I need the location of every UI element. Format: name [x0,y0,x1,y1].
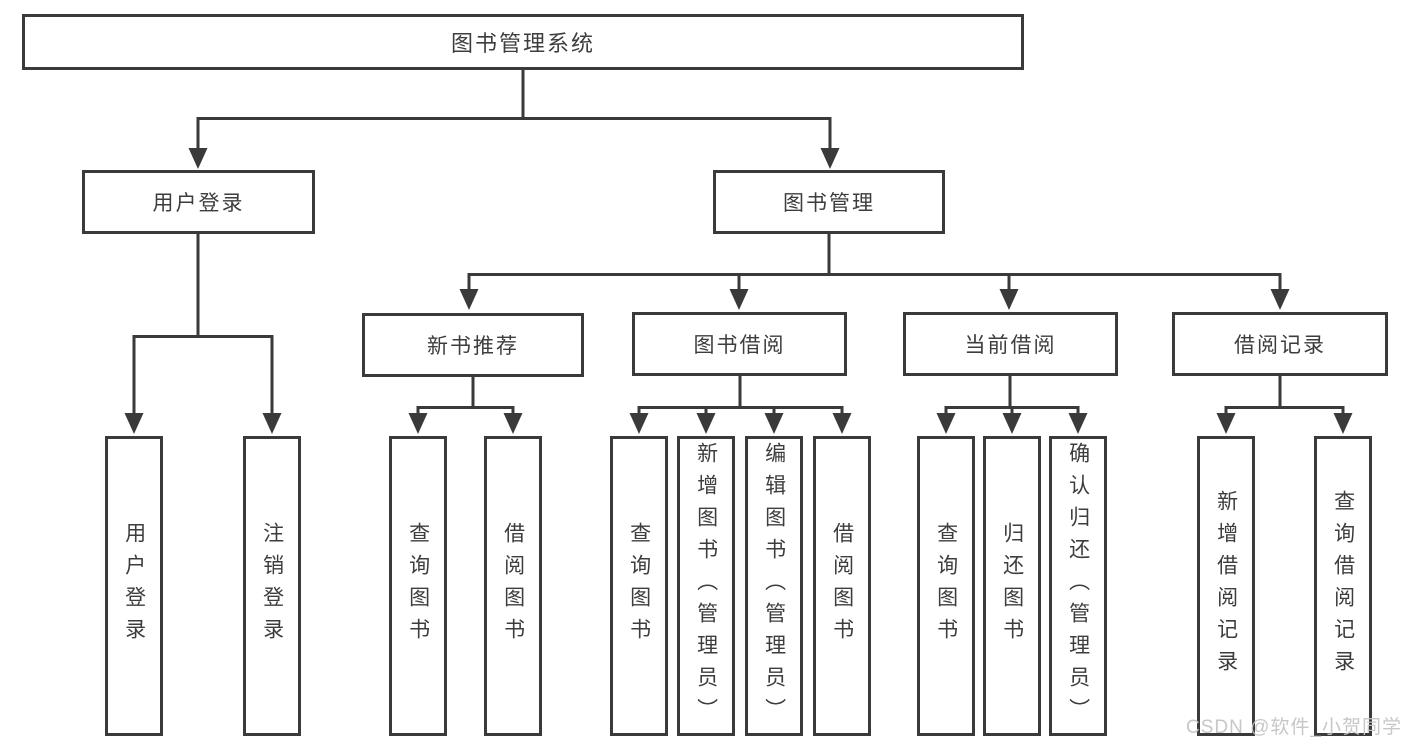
leaf-borrow-books: 借阅图书 [813,436,871,736]
leaf-label: 确认归还（管理员） [1066,442,1090,730]
leaf-label: 编辑图书（管理员） [762,442,786,730]
node-label: 图书借阅 [693,334,786,357]
node-label: 图书管理 [783,192,875,215]
arrowhead [459,289,479,310]
leaf-return-books: 归还图书 [983,436,1041,736]
node-label: 用户登录 [152,192,245,215]
leaf-label: 新增图书（管理员） [694,442,718,730]
node-borrow-records: 借阅记录 [1172,312,1388,376]
leaf-label: 新增借阅记录 [1214,490,1238,682]
arrowhead [696,413,716,434]
arrowhead [1068,413,1088,434]
leaf-logout: 注销登录 [243,436,301,736]
arrowhead [262,413,282,434]
leaf-label: 查询图书 [934,522,958,650]
leaf-label: 借阅图书 [501,522,525,650]
node-new-book-recommend: 新书推荐 [362,313,584,377]
arrowhead [764,413,784,434]
node-book-management: 图书管理 [713,170,945,234]
node-book-borrow: 图书借阅 [632,312,847,376]
node-user-login: 用户登录 [82,170,315,234]
node-label: 借阅记录 [1234,334,1326,357]
leaf-confirm-return-admin: 确认归还（管理员） [1049,436,1107,736]
arrowhead [629,413,649,434]
node-label: 图书管理系统 [450,31,595,56]
arrowhead [408,413,428,434]
leaf-label: 用户登录 [122,522,146,650]
arrowhead [1216,413,1236,434]
leaf-query-books-current: 查询图书 [917,436,975,736]
arrowhead [1270,289,1290,310]
leaf-edit-books-admin: 编辑图书（管理员） [745,436,803,736]
arrowhead [820,148,840,169]
leaf-label: 注销登录 [260,522,284,650]
arrowhead [124,413,144,434]
leaf-label: 归还图书 [1000,522,1024,650]
arrowhead [503,413,523,434]
leaf-add-books-admin: 新增图书（管理员） [677,436,735,736]
leaf-label: 查询借阅记录 [1331,490,1355,682]
node-library-system: 图书管理系统 [22,14,1024,70]
arrowhead [188,148,208,169]
arrowhead [1333,413,1353,434]
arrowhead [999,289,1019,310]
leaf-user-login: 用户登录 [105,436,163,736]
watermark: CSDN @软件_小贺同学 [1186,717,1402,738]
arrowhead [832,413,852,434]
leaf-label: 查询图书 [406,522,430,650]
leaf-borrow-books-recommend: 借阅图书 [484,436,542,736]
leaf-query-books-borrow: 查询图书 [610,436,668,736]
leaf-query-borrow-record: 查询借阅记录 [1314,436,1372,736]
leaf-add-borrow-record: 新增借阅记录 [1197,436,1255,736]
leaf-query-books-recommend: 查询图书 [389,436,447,736]
node-current-borrow: 当前借阅 [903,312,1118,376]
node-label: 新书推荐 [427,335,519,358]
leaf-label: 借阅图书 [830,522,854,650]
node-label: 当前借阅 [964,334,1057,357]
leaf-label: 查询图书 [627,522,651,650]
arrowhead [729,289,749,310]
arrowhead [936,413,956,434]
arrowhead [1002,413,1022,434]
